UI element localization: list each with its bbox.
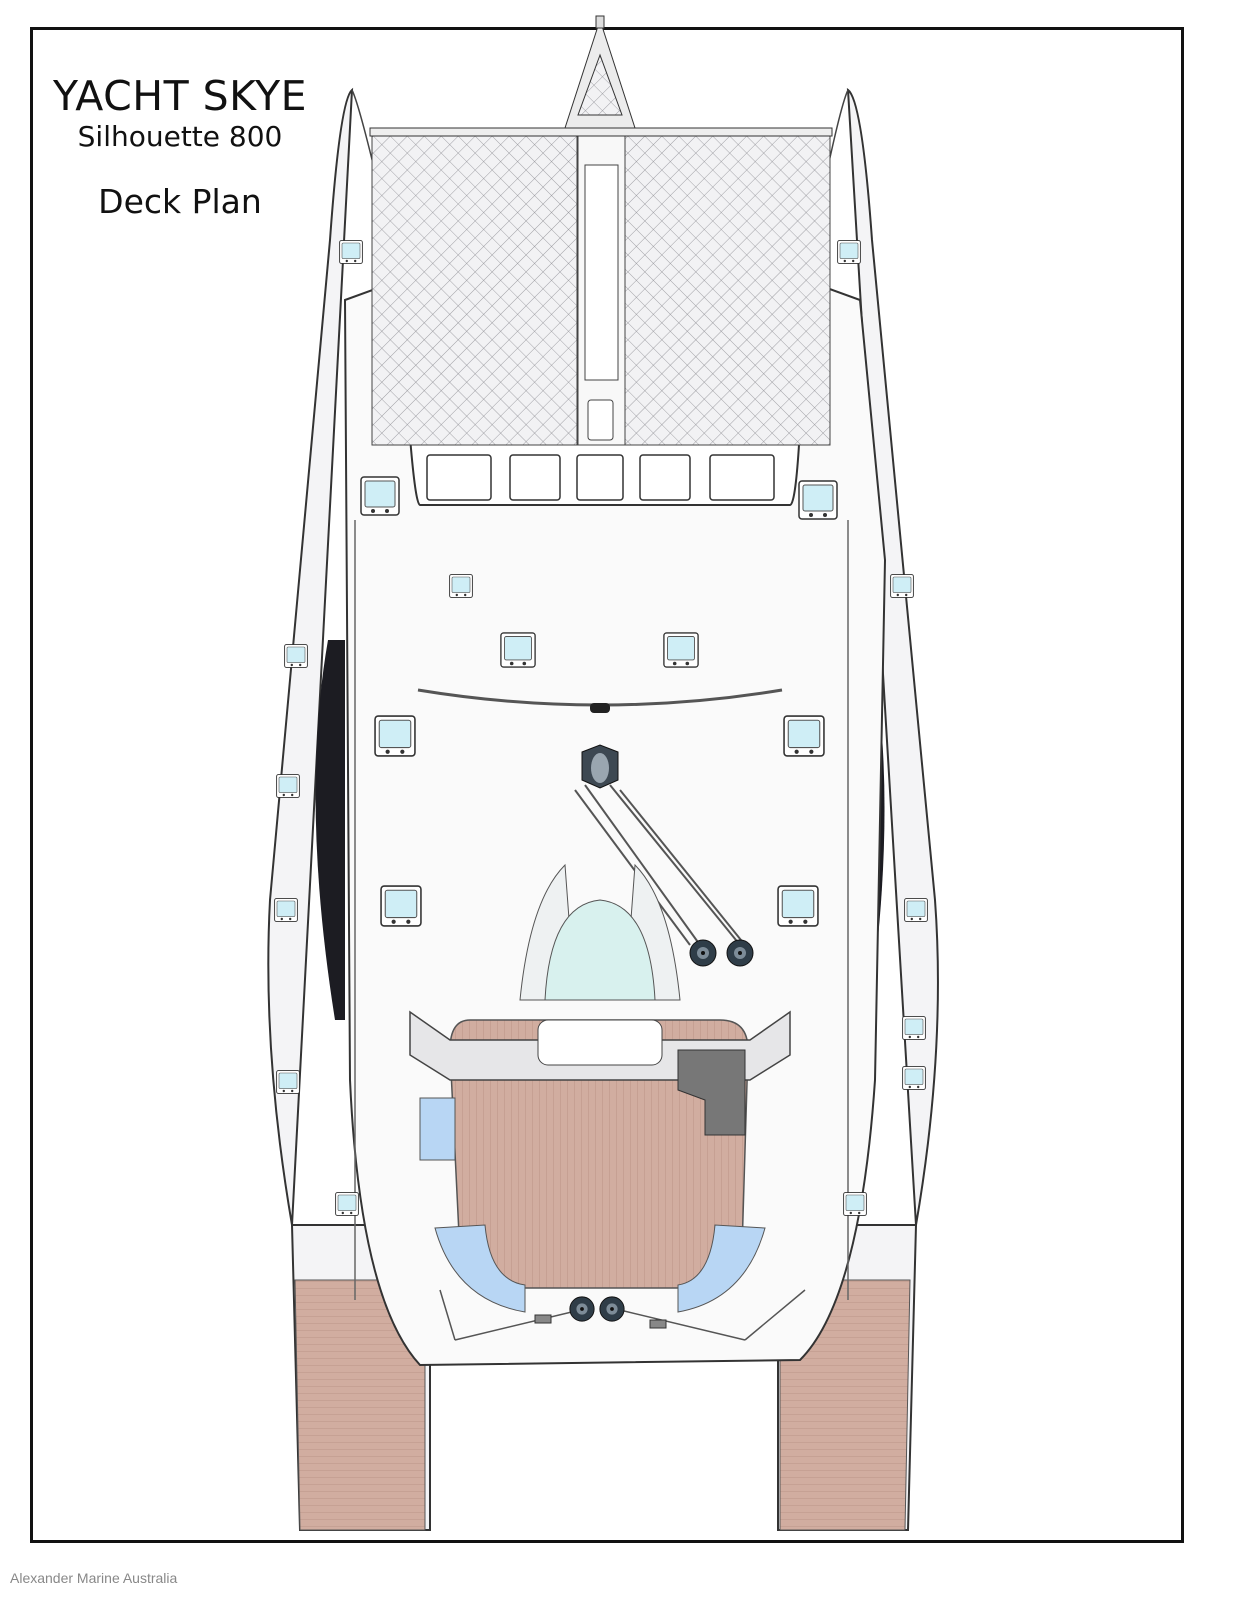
hatch-icon <box>500 632 536 668</box>
forward-lockers <box>426 454 775 501</box>
hatch-icon <box>284 644 308 668</box>
hatch-icon <box>889 574 915 598</box>
forward-crossbeam <box>369 127 833 137</box>
chart-table <box>677 1049 746 1136</box>
helm-seat <box>537 1019 663 1066</box>
hatch-icon <box>663 632 699 668</box>
windshield <box>544 899 656 1001</box>
hatch-icon <box>335 1191 359 1217</box>
hatch-icon <box>276 774 300 798</box>
sheet-lines <box>574 784 746 946</box>
yacht-model: Silhouette 800 <box>77 120 283 153</box>
hatch-icon <box>374 715 416 757</box>
hatch-icon <box>836 240 862 264</box>
hatch-icon <box>798 480 838 520</box>
winch-icon <box>569 1296 595 1322</box>
credit-watermark: Alexander Marine Australia <box>10 1570 178 1586</box>
plan-title: Deck Plan <box>98 182 262 221</box>
winch-icon <box>599 1296 625 1322</box>
winch-icon <box>689 939 717 967</box>
hatch-icon <box>777 885 819 927</box>
hatch-icon <box>449 574 473 598</box>
hatch-icon <box>360 476 400 516</box>
hatch-icon <box>901 1066 927 1090</box>
aft-port-cushion <box>434 1224 526 1313</box>
hatch-icon <box>783 715 825 757</box>
starboard-trampoline <box>624 134 831 446</box>
port-trampoline <box>371 134 578 446</box>
port-seat-cushion <box>419 1097 456 1161</box>
winch-icon <box>726 939 754 967</box>
hatch-icon <box>274 898 298 922</box>
yacht-name: YACHT SKYE <box>52 72 308 120</box>
hatch-icon <box>276 1070 300 1094</box>
hatch-icon <box>380 885 422 927</box>
drawing-frame <box>30 27 1184 1543</box>
port-hull-window <box>315 640 345 1020</box>
aft-starboard-cushion <box>677 1224 766 1313</box>
hatch-icon <box>339 240 363 264</box>
hatch-icon <box>903 898 929 922</box>
hatch-icon <box>843 1191 867 1217</box>
hatch-icon <box>901 1016 927 1040</box>
